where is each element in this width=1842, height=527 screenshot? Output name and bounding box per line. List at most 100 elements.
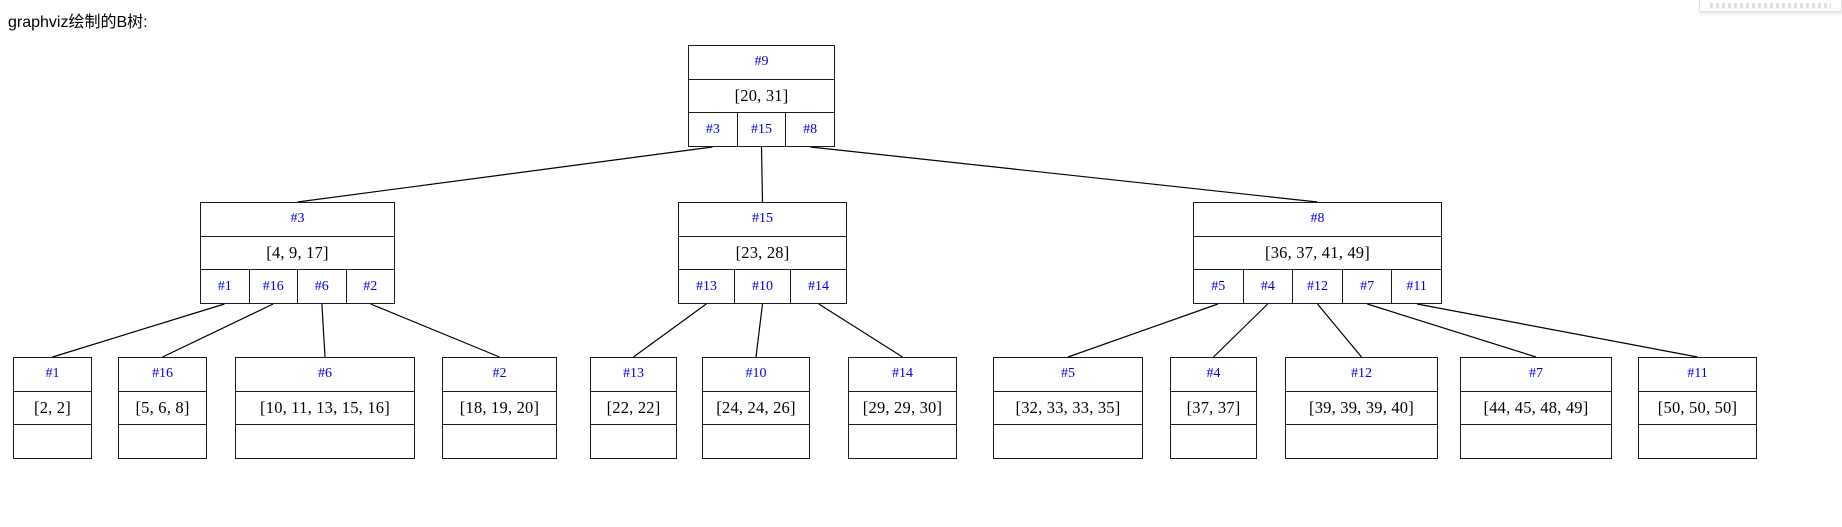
edge-15-to-13	[633, 303, 707, 358]
node-children-row	[1171, 424, 1256, 458]
node-children-row: #1 #16#6#2	[201, 269, 395, 304]
child-pointer-10: #10	[734, 270, 790, 304]
node-id-label: #14	[892, 366, 913, 382]
child-pointer-1: #1	[217, 278, 232, 294]
node-keys-label: [4, 9, 17]	[201, 235, 394, 270]
node-id-label: #15	[752, 211, 773, 227]
edge-3-to-6	[321, 303, 326, 358]
node-children-row	[1639, 424, 1756, 458]
empty-slot	[703, 425, 809, 458]
edge-9-to-8	[810, 146, 1318, 203]
empty-slot	[443, 425, 556, 458]
node-keys-label: [50, 50, 50]	[1639, 390, 1756, 425]
node-children-row	[1286, 424, 1437, 458]
page-heading: graphviz绘制的B树:	[8, 14, 148, 31]
node-keys-label: [36, 37, 41, 49]	[1194, 235, 1441, 270]
node-keys-label: [18, 19, 20]	[443, 390, 556, 425]
edge-3-to-2	[370, 303, 500, 358]
node-keys-label: [10, 11, 13, 15, 16]	[236, 390, 414, 425]
node-id-label: #5	[1061, 366, 1075, 382]
node-id-label: #13	[623, 366, 644, 382]
node-keys-label: [37, 37]	[1171, 390, 1256, 425]
child-pointer-16: #16	[248, 270, 298, 304]
child-pointer-14: #14	[790, 270, 846, 304]
btree-node-2: #2 [18, 19, 20]	[442, 357, 557, 459]
btree-node-9: #9 [20, 31] #3 #15#8	[688, 45, 835, 147]
empty-slot	[14, 425, 91, 458]
child-pointer-3: #3	[705, 121, 720, 137]
node-keys-label: [44, 45, 48, 49]	[1461, 390, 1611, 425]
child-pointer-7: #7	[1341, 270, 1392, 304]
node-children-row	[236, 424, 414, 458]
node-id-label: #16	[152, 366, 173, 382]
node-keys-label: [22, 22]	[591, 390, 676, 425]
empty-slot	[1171, 425, 1256, 458]
clipped-popup-text	[1710, 3, 1831, 8]
node-id-label: #4	[1206, 366, 1221, 382]
node-children-row	[703, 424, 809, 458]
btree-node-13: #13 [22, 22]	[590, 357, 677, 459]
node-keys-label: [2, 2]	[14, 390, 91, 425]
empty-slot	[849, 425, 956, 458]
node-id-label: #10	[745, 366, 767, 382]
edge-9-to-3	[297, 146, 713, 203]
edge-8-to-5	[1067, 303, 1219, 358]
edge-15-to-14	[818, 303, 903, 358]
node-id-label: #8	[1310, 211, 1325, 227]
edge-15-to-10	[755, 303, 764, 358]
btree-node-15: #15[23, 28]#13#10#14	[678, 202, 847, 304]
btree-node-12: #12[39, 39, 39, 40]	[1285, 357, 1438, 459]
node-id-label: #9	[754, 54, 769, 70]
node-keys-label: [24, 24, 26]	[703, 390, 809, 425]
edge-3-to-16	[162, 303, 274, 358]
child-pointer-5: #5	[1211, 278, 1226, 294]
edge-8-to-4	[1213, 303, 1269, 358]
empty-slot	[119, 425, 206, 458]
empty-slot	[591, 425, 676, 458]
edge-8-to-12	[1317, 303, 1362, 358]
btree-node-7: #7 [44, 45, 48, 49]	[1460, 357, 1612, 459]
edge-3-to-1	[52, 303, 225, 358]
child-pointer-2: #2	[345, 270, 395, 304]
btree-node-3: #3 [4, 9, 17] #1 #16#6#2	[200, 202, 395, 304]
empty-slot	[1639, 425, 1756, 458]
btree-node-5: #5 [32, 33, 33, 35]	[993, 357, 1143, 459]
node-keys-label: [5, 6, 8]	[119, 390, 206, 425]
node-keys-label: [29, 29, 30]	[849, 390, 956, 425]
node-children-row	[443, 424, 556, 458]
edge-8-to-7	[1367, 303, 1537, 358]
btree-node-10: #10 [24, 24, 26]	[702, 357, 810, 459]
node-id-label: #3	[290, 211, 305, 227]
child-pointer-11: #11	[1391, 270, 1441, 304]
edge-9-to-15	[760, 146, 764, 203]
node-id-label: #7	[1529, 366, 1543, 382]
node-id-label: #11	[1687, 366, 1708, 382]
empty-slot	[1461, 425, 1611, 458]
node-children-row: #5#4#12#7#11	[1194, 269, 1441, 304]
child-pointer-6: #6	[297, 270, 346, 304]
node-id-label: #6	[318, 366, 332, 382]
empty-slot	[1286, 425, 1437, 458]
btree-node-6: #6 [10, 11, 13, 15, 16]	[235, 357, 415, 459]
btree-node-16: #16 [5, 6, 8]	[118, 357, 207, 459]
btree-node-14: #14 [29, 29, 30]	[848, 357, 957, 459]
child-pointer-12: #12	[1292, 270, 1342, 304]
node-keys-label: [23, 28]	[679, 235, 846, 270]
btree-node-1: #1[2, 2]	[13, 357, 92, 459]
node-children-row	[591, 424, 676, 458]
node-keys-label: [20, 31]	[689, 78, 834, 113]
btree-node-11: #11 [50, 50, 50]	[1638, 357, 1757, 459]
node-children-row	[119, 424, 206, 458]
node-keys-label: [32, 33, 33, 35]	[994, 390, 1142, 425]
empty-slot	[994, 425, 1142, 458]
edge-8-to-11	[1416, 303, 1698, 358]
child-pointer-8: #8	[785, 113, 834, 147]
btree-node-8: #8 [36, 37, 41, 49]#5#4#12#7#11	[1193, 202, 1442, 304]
node-children-row	[994, 424, 1142, 458]
node-keys-label: [39, 39, 39, 40]	[1286, 390, 1437, 425]
node-children-row: #3 #15#8	[689, 112, 834, 147]
node-id-label: #2	[492, 366, 507, 382]
child-pointer-15: #15	[736, 113, 786, 147]
